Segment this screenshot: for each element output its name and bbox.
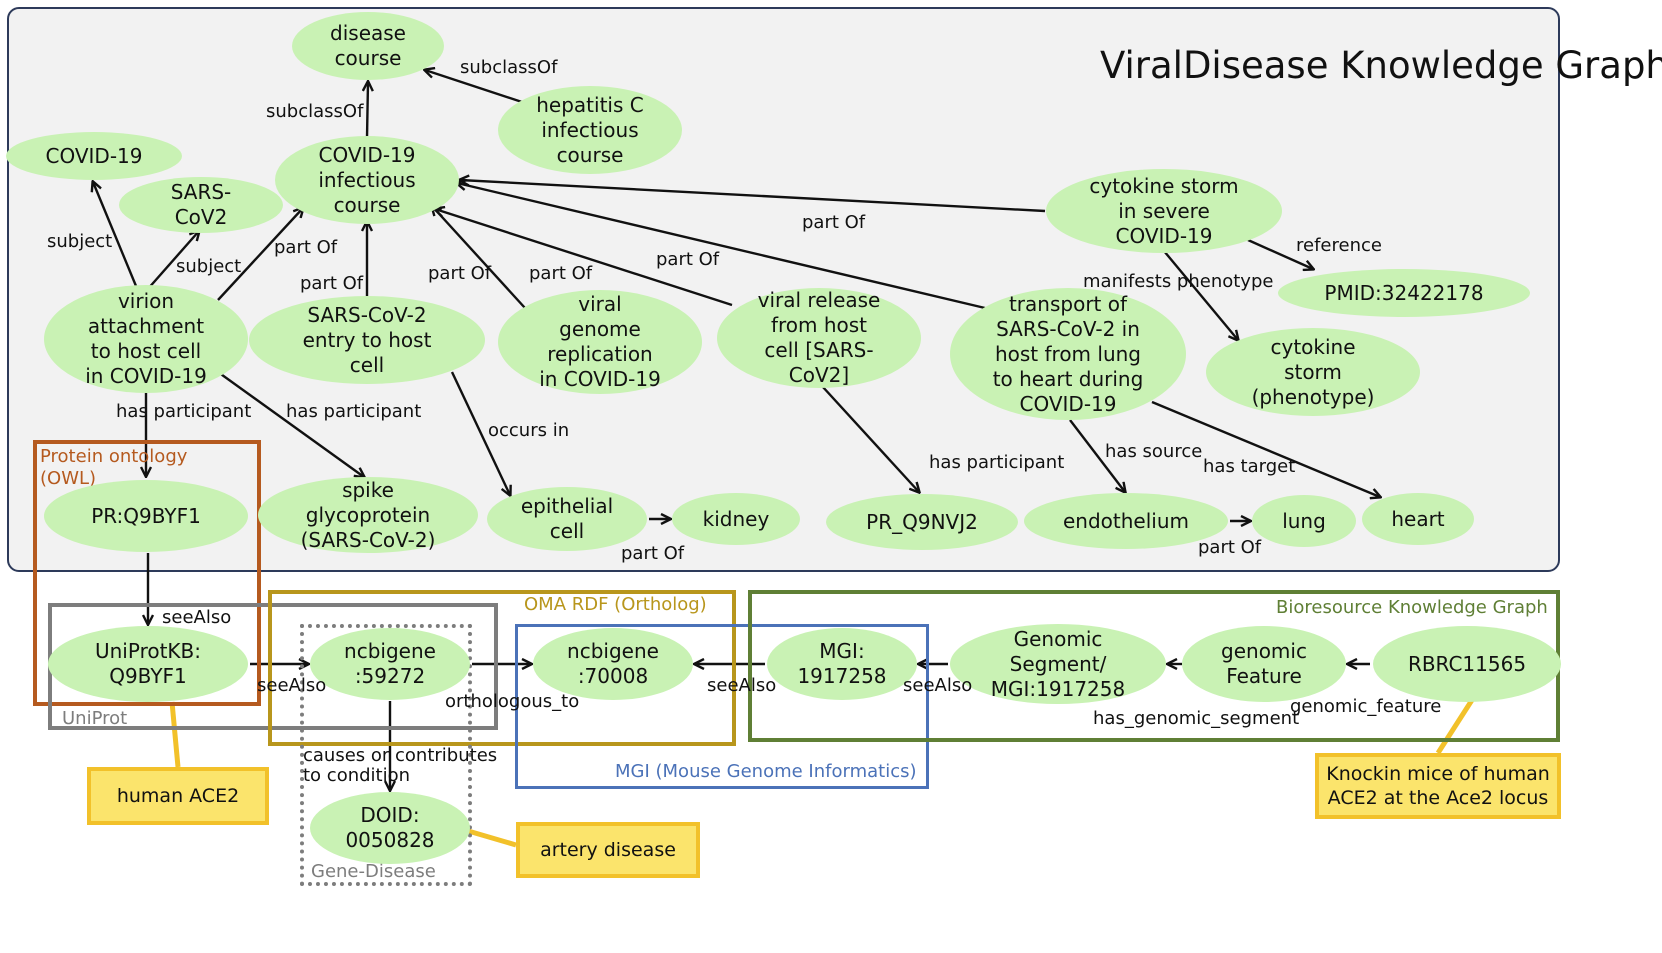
edge-label-pr-uniprot: seeAlso bbox=[162, 607, 232, 628]
box-title-bioresource: Bioresource Knowledge Graph bbox=[1276, 597, 1548, 618]
edge-cytokine-pheno bbox=[1163, 250, 1238, 340]
box-title-gene-disease: Gene-Disease bbox=[311, 861, 436, 882]
edge-hep-disease bbox=[425, 70, 523, 104]
edge-label-virion-spike: has participant bbox=[286, 401, 422, 422]
node-rbrc11565[interactable]: RBRC11565 bbox=[1373, 626, 1561, 702]
edge-label-feature-segment: has_genomic_segment bbox=[1093, 708, 1300, 729]
node-endothelium[interactable]: endothelium bbox=[1024, 493, 1228, 549]
callout-line-knockin-mice bbox=[1435, 698, 1475, 755]
edge-label-ncbi-ncbi: orthologous_to bbox=[445, 691, 580, 712]
edge-virion-course bbox=[217, 208, 303, 301]
edge-label-transport-heart: has target bbox=[1203, 456, 1296, 477]
edge-label-cytokine-pheno: manifests phenotype bbox=[1083, 271, 1274, 292]
edge-label-transport-course: part Of bbox=[656, 249, 720, 270]
node-viral-release[interactable]: viral release from host cell [SARS- CoV2… bbox=[717, 288, 921, 388]
edge-label-uniprot-ncbi: seeAlso bbox=[257, 675, 327, 696]
edge-label-release-course: part Of bbox=[529, 263, 593, 284]
edge-virion-spike bbox=[217, 371, 364, 477]
edge-cytokine-course bbox=[460, 180, 1046, 213]
edge-transport-endothelium bbox=[1069, 419, 1125, 492]
box-protein-ontology bbox=[33, 440, 261, 706]
box-title-uniprot: UniProt bbox=[62, 708, 128, 729]
edge-virion-sars bbox=[146, 231, 199, 291]
note-artery-disease: artery disease bbox=[516, 822, 700, 878]
node-sars-cov2[interactable]: SARS- CoV2 bbox=[119, 177, 283, 233]
node-pr-q9nvj2[interactable]: PR_Q9NVJ2 bbox=[826, 494, 1018, 550]
edge-course-disease bbox=[367, 82, 368, 139]
edge-label-hep-disease: subclassOf bbox=[460, 57, 558, 78]
edge-cytokine-pmid bbox=[1247, 238, 1313, 269]
edge-label-endothelium-lung: part Of bbox=[1198, 537, 1262, 558]
box-title-protein-ontology: Protein ontology (OWL) bbox=[40, 446, 188, 489]
edge-transport-heart bbox=[1151, 400, 1380, 497]
callout-line-human-ace2 bbox=[169, 701, 181, 768]
box-gene-disease bbox=[300, 624, 472, 886]
edge-label-virion-covid: subject bbox=[47, 231, 113, 252]
edge-label-cytokine-course: part Of bbox=[802, 212, 866, 233]
node-disease-course[interactable]: disease course bbox=[292, 12, 444, 80]
node-transport[interactable]: transport of SARS-CoV-2 in host from lun… bbox=[950, 288, 1186, 420]
edge-label-virion-pr: has participant bbox=[116, 401, 252, 422]
edge-label-virion-sars: subject bbox=[176, 256, 242, 277]
node-heart[interactable]: heart bbox=[1362, 493, 1474, 545]
edge-label-transport-endothelium: has source bbox=[1105, 441, 1203, 462]
node-genome-replication[interactable]: viral genome replication in COVID-19 bbox=[498, 290, 702, 394]
box-mgi bbox=[515, 624, 929, 789]
edge-replication-course bbox=[432, 206, 526, 309]
node-pr-q9byf1[interactable]: PR:Q9BYF1 bbox=[44, 480, 248, 552]
edge-label-cytokine-pmid: reference bbox=[1296, 235, 1382, 256]
box-title-mgi: MGI (Mouse Genome Informatics) bbox=[615, 761, 917, 782]
node-kidney[interactable]: kidney bbox=[672, 493, 800, 545]
edge-transport-course bbox=[457, 183, 986, 310]
edge-label-ncbi-doid: causes or contributes to condition bbox=[303, 745, 498, 786]
node-covid19-course[interactable]: COVID-19 infectious course bbox=[275, 136, 459, 224]
edge-label-entry-epithelial: occurs in bbox=[488, 420, 570, 441]
edge-label-virion-course: part Of bbox=[274, 237, 338, 258]
node-genomic-feature[interactable]: genomic Feature bbox=[1182, 626, 1346, 702]
node-ncbigene-70008[interactable]: ncbigene :70008 bbox=[533, 628, 693, 700]
edge-label-entry-course: part Of bbox=[300, 273, 364, 294]
node-epithelial-cell[interactable]: epithelial cell bbox=[487, 487, 647, 551]
edge-label-rbrc-feature: genomic_feature bbox=[1290, 696, 1442, 717]
edge-label-release-pr: has participant bbox=[929, 452, 1065, 473]
edge-label-replication-course: part Of bbox=[428, 263, 492, 284]
edge-entry-epithelial bbox=[450, 371, 510, 495]
edge-label-epithelial-kidney: part Of bbox=[621, 543, 685, 564]
edge-label-mgi-ncbi: seeAlso bbox=[707, 675, 777, 696]
node-spike[interactable]: spike glycoprotein (SARS-CoV-2) bbox=[258, 477, 478, 553]
edge-release-pr bbox=[821, 385, 919, 492]
edge-label-segment-mgi: seeAlso bbox=[903, 675, 973, 696]
node-cytokine-storm-pheno[interactable]: cytokine storm (phenotype) bbox=[1206, 328, 1420, 416]
note-knockin-mice: Knockin mice of human ACE2 at the Ace2 l… bbox=[1315, 753, 1561, 819]
node-covid19[interactable]: COVID-19 bbox=[6, 132, 182, 180]
edge-label-course-disease: subclassOf bbox=[266, 101, 364, 122]
node-entry-host-cell[interactable]: SARS-CoV-2 entry to host cell bbox=[249, 296, 485, 384]
box-title-oma: OMA RDF (Ortholog) bbox=[524, 594, 707, 615]
edge-virion-covid bbox=[93, 182, 138, 287]
node-virion-attachment[interactable]: virion attachment to host cell in COVID-… bbox=[44, 285, 248, 393]
node-genomic-segment[interactable]: Genomic Segment/ MGI:1917258 bbox=[950, 624, 1166, 704]
node-cytokine-storm-severe[interactable]: cytokine storm in severe COVID-19 bbox=[1046, 169, 1282, 253]
graph-title: ViralDisease Knowledge Graph bbox=[1100, 44, 1662, 87]
node-pmid[interactable]: PMID:32422178 bbox=[1278, 269, 1530, 317]
node-lung[interactable]: lung bbox=[1252, 495, 1356, 547]
node-ncbigene-59272[interactable]: ncbigene :59272 bbox=[310, 628, 470, 700]
node-uniprotkb[interactable]: UniProtKB: Q9BYF1 bbox=[48, 626, 248, 702]
node-hepatitis-c[interactable]: hepatitis C infectious course bbox=[498, 86, 682, 174]
note-human-ace2: human ACE2 bbox=[87, 767, 269, 825]
node-mgi-1917258[interactable]: MGI: 1917258 bbox=[767, 628, 917, 700]
box-oma bbox=[268, 590, 736, 746]
node-doid[interactable]: DOID: 0050828 bbox=[310, 792, 470, 864]
edge-release-course bbox=[435, 209, 733, 307]
